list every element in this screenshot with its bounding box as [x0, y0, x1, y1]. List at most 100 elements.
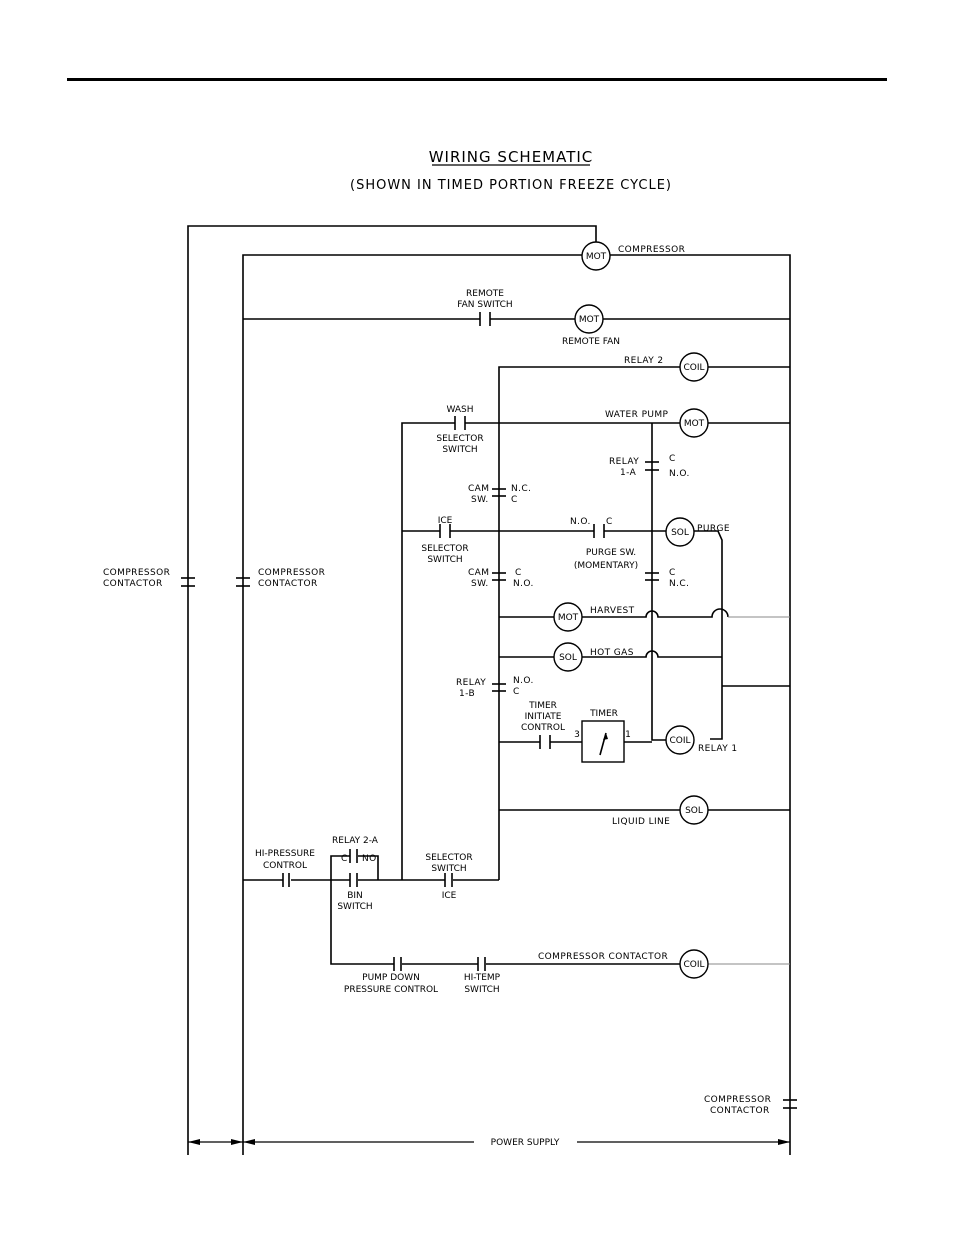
relay-1b-no: N.O.	[513, 676, 534, 686]
cam-2-no: N.O.	[513, 579, 534, 589]
bin-switch-label: SWITCH	[337, 902, 372, 912]
cam-1-c: C	[511, 495, 518, 505]
compressor-motor-label: MOT	[586, 252, 607, 262]
relay-2-rung	[498, 366, 790, 880]
relay-1a-no: N.O.	[669, 469, 690, 479]
purge-sw-no: N.O.	[570, 517, 591, 527]
pump-down-label: PUMP DOWN	[362, 973, 420, 983]
purge-sw-label: PURGE SW.	[586, 548, 636, 558]
relay-2a-no: NO	[362, 854, 377, 864]
remote-fan-motor-label: MOT	[579, 315, 600, 325]
water-pump-motor	[679, 408, 709, 438]
harvest-rung	[499, 608, 790, 618]
relay-2-label: RELAY 2	[624, 356, 664, 366]
cam-1-label: CAM	[468, 484, 489, 494]
bin-label: BIN	[347, 891, 363, 901]
hot-gas-rung	[499, 650, 722, 658]
harvest-motor	[553, 602, 583, 632]
purge-sw-c-top: C	[606, 517, 613, 527]
relay-1b-c: C	[513, 687, 520, 697]
purge-label: PURGE	[697, 524, 730, 534]
compressor-contactor-contacts	[181, 577, 797, 1109]
remote-fan-switch-label-1: REMOTE	[466, 289, 504, 299]
cam-switch-contacts	[492, 488, 506, 692]
cam-1-nc: N.C.	[511, 484, 531, 494]
relay-1a-branch	[645, 423, 666, 741]
hi-temp-switch-label: SWITCH	[464, 985, 499, 995]
relay-2a-label: RELAY 2-A	[332, 836, 379, 846]
water-pump-motor-label: MOT	[684, 419, 705, 429]
liquid-line-solenoid	[679, 795, 709, 825]
contactor-left-1: COMPRESSOR	[103, 568, 170, 578]
cam-2-label: CAM	[468, 568, 489, 578]
control-rung	[243, 849, 790, 971]
contactor-mid-2: CONTACTOR	[258, 579, 318, 589]
compressor-motor	[581, 241, 611, 271]
remote-fan-label: REMOTE FAN	[562, 337, 620, 347]
liquid-line-label: LIQUID LINE	[612, 817, 670, 827]
selector-bottom-ice-label: ICE	[442, 891, 457, 901]
purge-sw-nc: N.C.	[669, 579, 689, 589]
water-pump-label: WATER PUMP	[605, 410, 669, 420]
header-rule	[67, 78, 887, 81]
harvest-label: HARVEST	[590, 606, 635, 616]
contactor-right-2: CONTACTOR	[710, 1106, 770, 1116]
cam-2-c: C	[515, 568, 522, 578]
pump-down-control-label: PRESSURE CONTROL	[344, 985, 438, 995]
relay-2-coil	[679, 352, 709, 382]
purge-solenoid-label: SOL	[671, 528, 689, 538]
remote-fan-motor	[574, 304, 604, 334]
wash-selector-label: SELECTOR	[436, 434, 483, 444]
selector-bottom-label: SELECTOR	[425, 853, 472, 863]
timer-rung	[499, 735, 652, 749]
timer-initiate-2: INITIATE	[525, 712, 562, 722]
timer-initiate-1: TIMER	[528, 701, 557, 711]
relay-1a-relay-label: RELAY	[609, 457, 639, 467]
relay-1-label: RELAY 1	[698, 744, 738, 754]
purge-rung	[402, 524, 790, 740]
hi-pressure-label: HI-PRESSURE	[255, 849, 315, 859]
hot-gas-solenoid-label: SOL	[559, 653, 577, 663]
contactor-left-2: CONTACTOR	[103, 579, 163, 589]
momentary-label: (MOMENTARY)	[574, 561, 638, 571]
wash-switch-label: SWITCH	[442, 445, 477, 455]
relay-1-coil	[665, 725, 695, 755]
hi-temp-label: HI-TEMP	[464, 973, 501, 983]
relay-2a-c: C	[341, 854, 348, 864]
remote-fan-rung	[243, 312, 790, 326]
timer-terminal-1: 1	[625, 730, 631, 740]
purge-sw-c: C	[669, 568, 676, 578]
timer-label: TIMER	[589, 709, 618, 719]
power-rails	[187, 225, 791, 1155]
hot-gas-label: HOT GAS	[590, 648, 634, 658]
wash-label: WASH	[446, 405, 473, 415]
relay-1b-relay-label: RELAY	[456, 678, 486, 688]
ice-selector-label: SELECTOR	[421, 544, 468, 554]
power-supply-label: POWER SUPPLY	[491, 1138, 560, 1148]
contactor-mid-1: COMPRESSOR	[258, 568, 325, 578]
timer-dial-arrow	[603, 733, 608, 740]
ice-switch-label: SWITCH	[427, 555, 462, 565]
diagram-subtitle: (SHOWN IN TIMED PORTION FREEZE CYCLE)	[350, 178, 672, 193]
relay-1b-label: 1-B	[459, 689, 475, 699]
timer-initiate-3: CONTROL	[521, 723, 565, 733]
hot-gas-solenoid	[553, 642, 583, 672]
ice-label: ICE	[438, 516, 453, 526]
diagram-title: WIRING SCHEMATIC	[429, 148, 594, 166]
compressor-label: COMPRESSOR	[618, 245, 685, 255]
remote-fan-switch-label-2: FAN SWITCH	[457, 300, 512, 310]
power-supply-dimension	[188, 1139, 790, 1145]
relay-1-coil-label: COIL	[669, 736, 690, 746]
cam-2-sw-label: SW.	[471, 579, 489, 589]
selector-bottom-switch-label: SWITCH	[431, 864, 466, 874]
compressor-contactor-coil-text: COMPRESSOR CONTACTOR	[538, 952, 668, 962]
cam-1-sw-label: SW.	[471, 495, 489, 505]
compressor-contactor-coil	[679, 949, 709, 979]
timer-terminal-3: 3	[574, 730, 580, 740]
contactor-right-1: COMPRESSOR	[704, 1095, 771, 1105]
relay-1a-label: 1-A	[620, 468, 637, 478]
purge-solenoid	[665, 517, 695, 547]
relay-1a-c: C	[669, 454, 676, 464]
